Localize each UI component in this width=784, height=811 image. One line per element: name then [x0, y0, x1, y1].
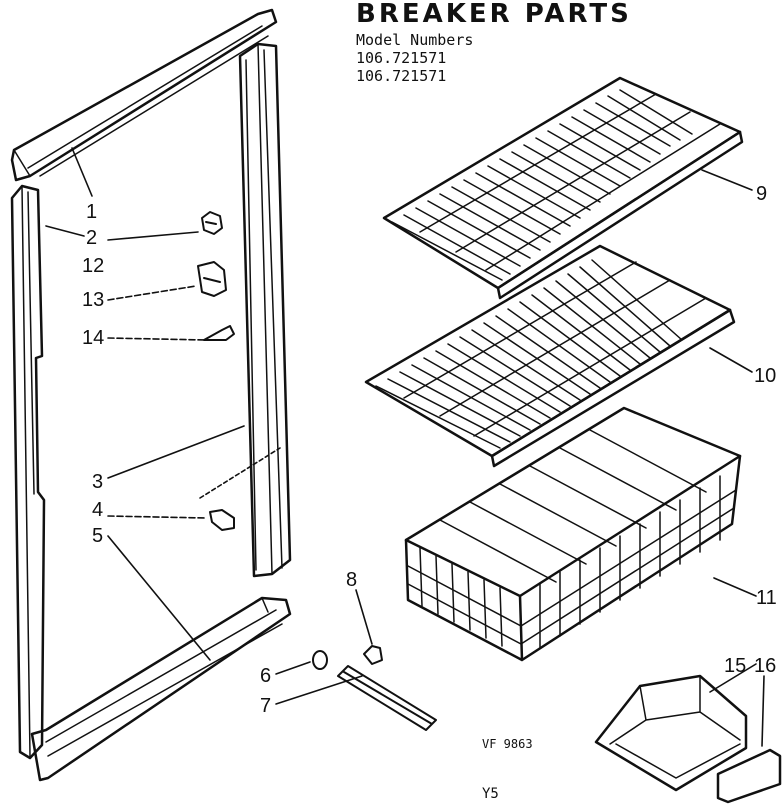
- diagram-title: BREAKER PARTS: [356, 0, 632, 29]
- callout-3: 3: [92, 471, 103, 493]
- part-13-bracket: [197, 261, 227, 297]
- part-12-clip: [201, 211, 223, 235]
- callout-4: 4: [92, 499, 103, 521]
- part-4-fastener: [209, 509, 235, 531]
- part-5-bottom-breaker: [30, 596, 292, 782]
- model-number-1: 106.721571: [356, 49, 446, 67]
- callout-2: 2: [86, 227, 97, 249]
- part-10-lower-shelf: [364, 244, 736, 468]
- callout-11: 11: [756, 587, 777, 609]
- callout-10: 10: [754, 365, 776, 387]
- part-14-screw: [203, 325, 235, 341]
- callout-9: 9: [756, 183, 767, 205]
- callout-1: 1: [86, 201, 97, 223]
- part-6-washer: [312, 650, 328, 670]
- drawing-code: VF 9863: [482, 737, 533, 751]
- part-8-screw: [363, 645, 383, 665]
- part-11-basket: [404, 406, 742, 662]
- model-number-2: 106.721571: [356, 67, 446, 85]
- page-number: Y5: [482, 786, 499, 802]
- part-3-right-breaker: [238, 42, 292, 578]
- callout-7: 7: [260, 695, 271, 717]
- callout-16: 16: [754, 655, 776, 677]
- model-numbers-label: Model Numbers: [356, 31, 473, 49]
- callout-15: 15: [724, 655, 746, 677]
- part-16-label: [716, 748, 782, 804]
- callout-12: 12: [82, 255, 104, 277]
- part-15-bin: [594, 674, 748, 792]
- part-7-hinge-bar: [337, 665, 437, 731]
- callout-13: 13: [82, 289, 104, 311]
- callout-14: 14: [82, 327, 104, 349]
- part-9-upper-shelf: [382, 76, 744, 300]
- callout-8: 8: [346, 569, 357, 591]
- leader-lines: [45, 147, 765, 747]
- callout-6: 6: [260, 665, 271, 687]
- part-2-left-breaker: [10, 184, 46, 760]
- callout-5: 5: [92, 525, 103, 547]
- part-1-top-breaker: [10, 8, 278, 182]
- callout-numbers: 1 2 12 13 14 3 4 5 8 6 7 9 10 11 15 16: [82, 183, 777, 717]
